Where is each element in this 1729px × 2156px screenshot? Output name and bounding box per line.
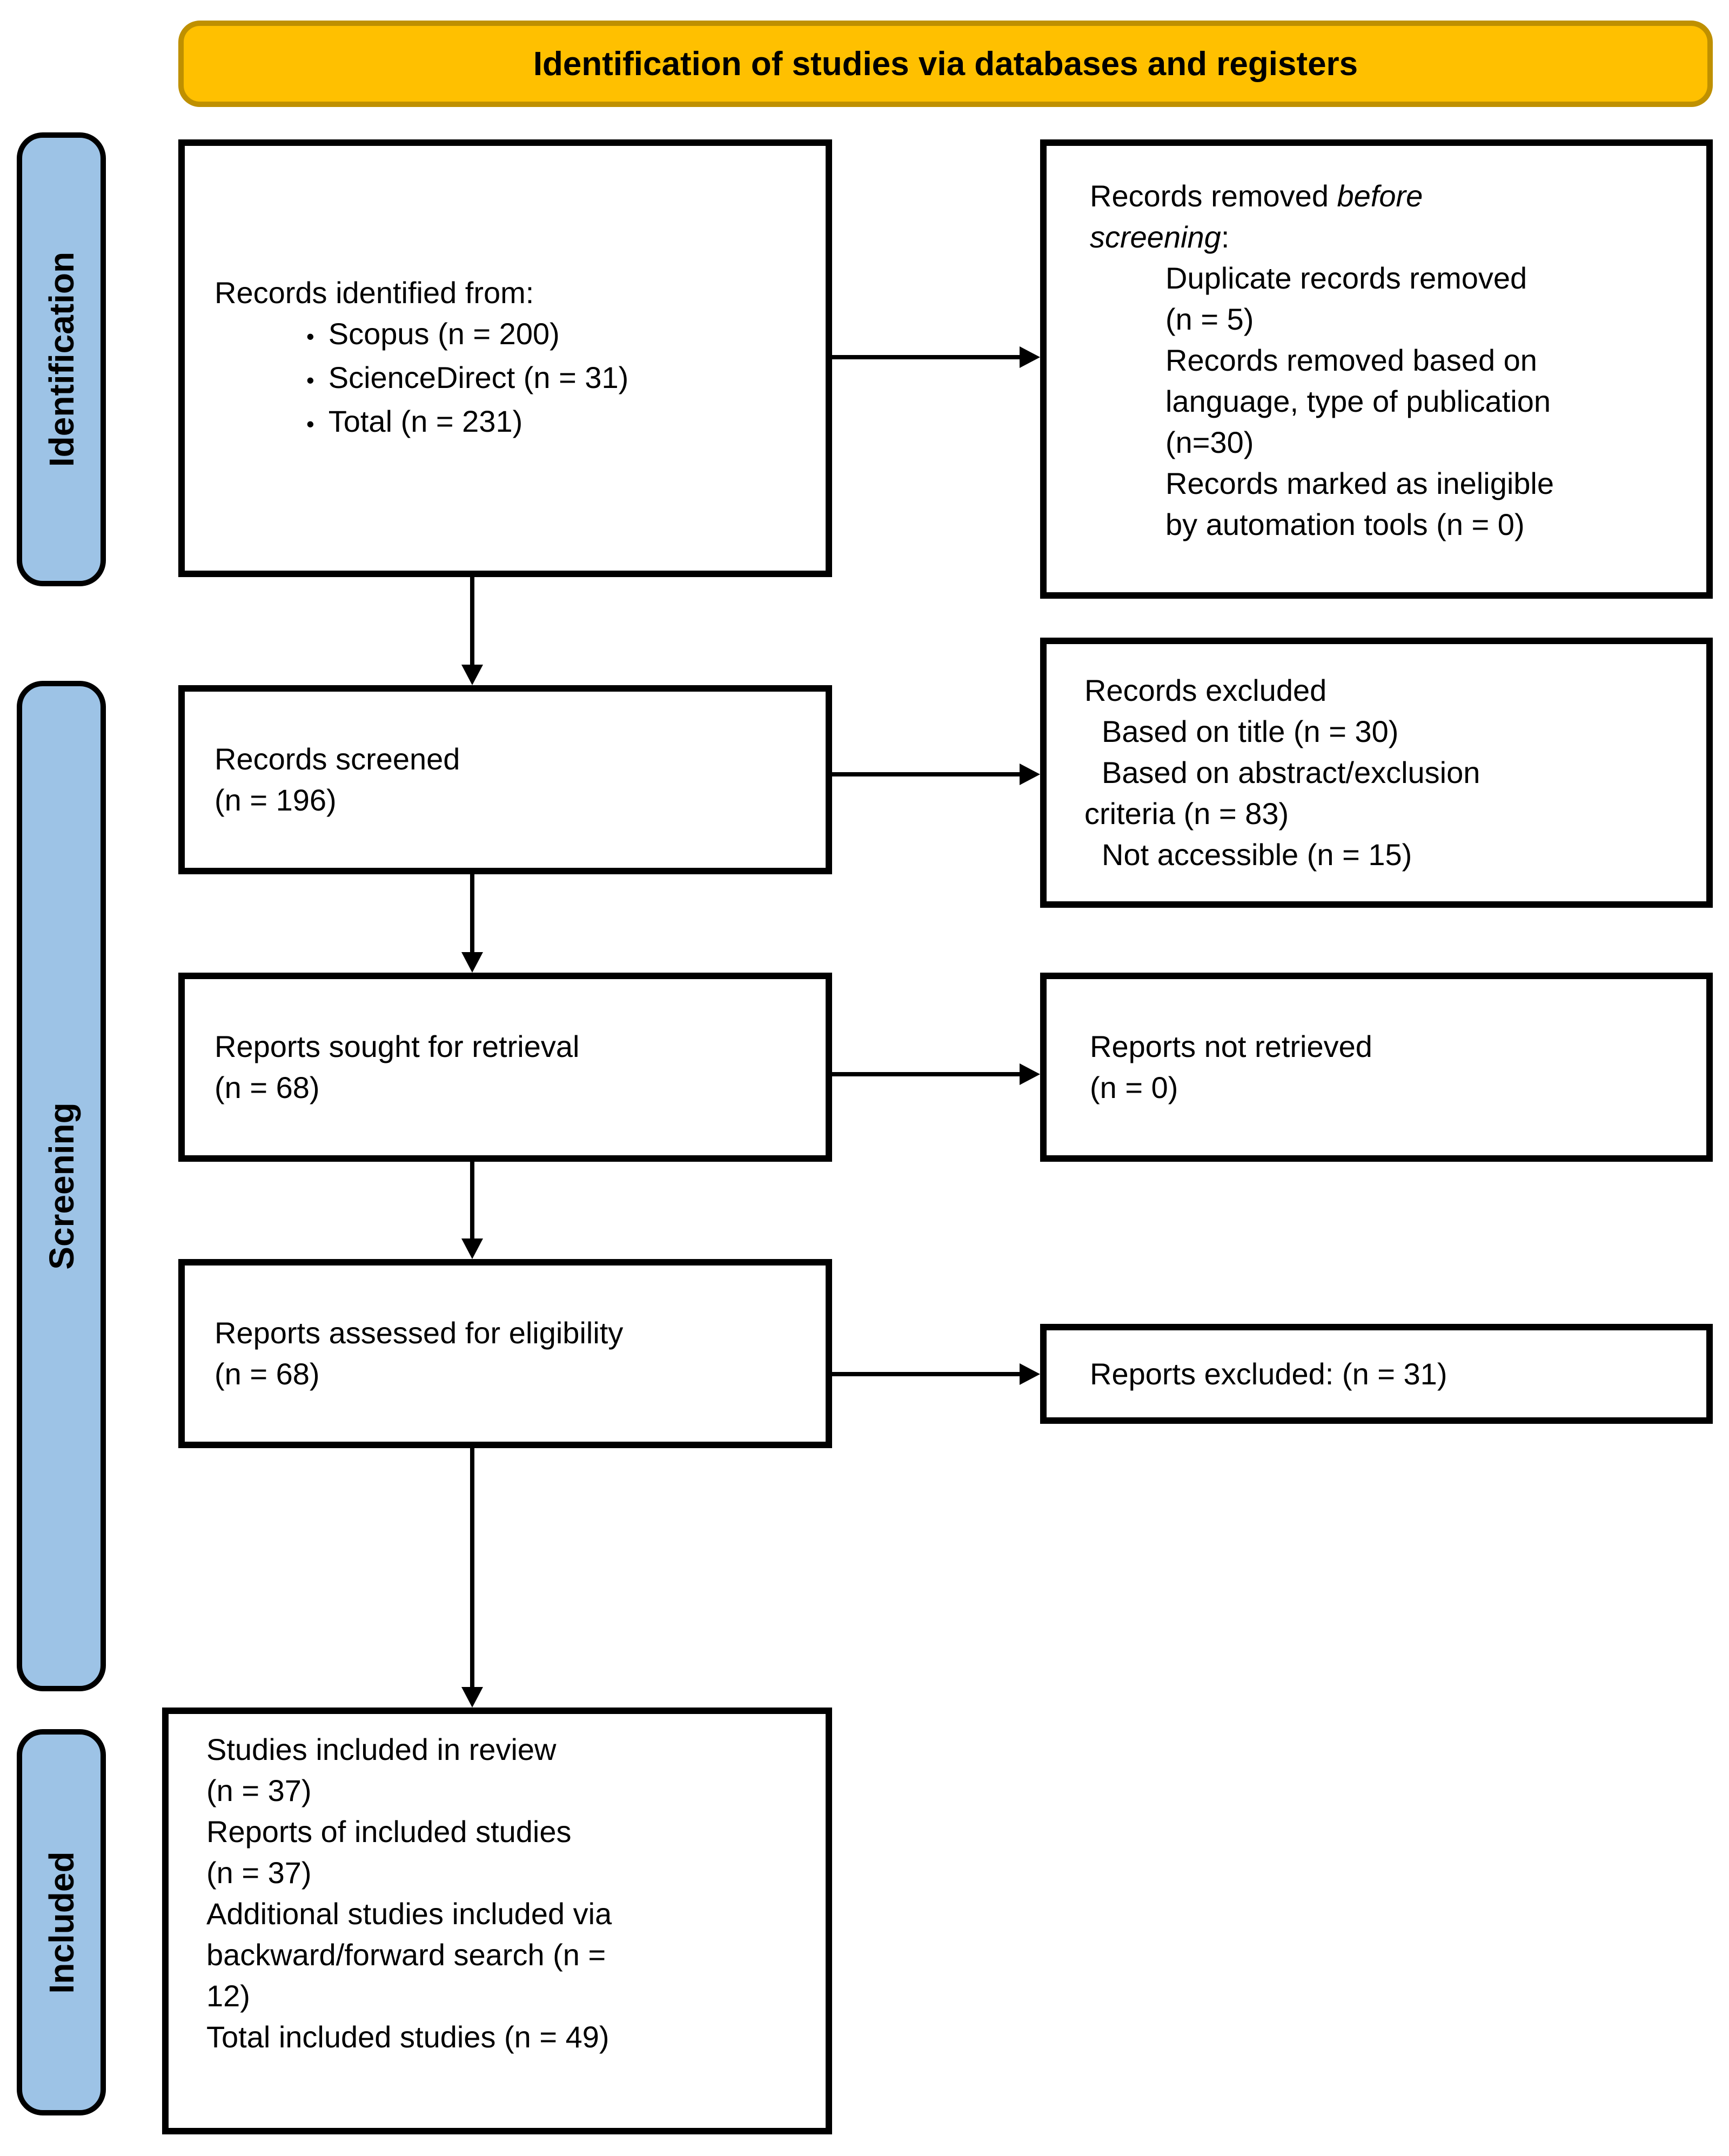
arrowhead-down-icon [461,665,483,685]
records-removed-item-line: language, type of publication [1165,384,1551,418]
bullet-sciencedirect: • ScienceDirect (n = 31) [306,357,815,401]
stage-included-label: Included [42,1851,81,1994]
bullet-sciencedirect-text: ScienceDirect (n = 31) [328,360,629,394]
connector-identified-to-screened [470,577,474,666]
studies-included-line: backward/forward search (n = [206,1938,606,1972]
bullet-scopus-text: Scopus (n = 200) [328,316,560,351]
reports-assessed-line: Reports assessed for eligibility [215,1316,624,1350]
records-removed-line2: screening: [1090,217,1693,258]
arrowhead-right-icon [1020,346,1040,368]
banner: Identification of studies via databases … [178,21,1713,107]
records-screened-count: (n = 196) [215,783,337,817]
records-excluded-item: Based on abstract/exclusion [1102,755,1480,789]
records-removed-line1: Records removed before [1090,176,1693,217]
records-removed-l2-normal: : [1221,220,1230,254]
banner-title: Identification of studies via databases … [533,45,1358,83]
arrowhead-down-icon [461,952,483,973]
connector-identified-to-removed [832,355,1020,359]
reports-sought-line: Reports sought for retrieval [215,1029,580,1063]
connector-screened-to-sought [470,874,474,953]
arrowhead-down-icon [461,1687,483,1708]
studies-included-line: 12) [206,1979,250,2013]
box-reports-assessed: Reports assessed for eligibility (n = 68… [178,1259,832,1448]
studies-included-line: (n = 37) [206,1773,312,1807]
records-excluded-item: Not accessible (n = 15) [1102,838,1412,872]
records-removed-l1-normal: Records removed [1090,179,1337,213]
studies-included-line: Additional studies included via [206,1897,612,1931]
arrowhead-right-icon [1020,1063,1040,1085]
records-excluded-item-wrap: criteria (n = 83) [1084,796,1289,831]
bullet-total-text: Total (n = 231) [328,404,523,438]
records-removed-item-line: (n=30) [1165,425,1254,459]
records-excluded-item: Based on title (n = 30) [1102,714,1399,748]
records-removed-item-line: by automation tools (n = 0) [1165,507,1525,541]
box-reports-sought: Reports sought for retrieval (n = 68) [178,973,832,1162]
box-records-removed: Records removed before screening: Duplic… [1040,139,1713,599]
reports-assessed-count: (n = 68) [215,1357,320,1391]
connector-sought-to-assessed [470,1162,474,1240]
box-records-excluded: Records excluded Based on title (n = 30)… [1040,638,1713,908]
records-removed-item-line: (n = 5) [1165,302,1254,336]
connector-screened-to-excluded [832,772,1020,776]
connector-assessed-to-excluded [832,1372,1020,1376]
stage-identification-label: Identification [42,251,81,467]
records-removed-item-line: Duplicate records removed [1165,261,1527,295]
box-records-identified: Records identified from: • Scopus (n = 20… [178,139,832,577]
stage-screening-label: Screening [42,1102,81,1270]
records-removed-l2-italic: screening [1090,220,1221,254]
records-removed-item-line: Records marked as ineligible [1165,466,1554,500]
reports-not-retrieved-line: Reports not retrieved [1090,1029,1372,1063]
stage-identification: Identification [17,132,106,586]
bullet-icon: • [306,411,314,437]
bullet-icon: • [306,367,314,393]
records-screened-line: Records screened [215,742,460,776]
records-excluded-title: Records excluded [1084,673,1327,707]
studies-included-line: Studies included in review [206,1732,557,1766]
connector-sought-to-not-retrieved [832,1072,1020,1076]
box-reports-not-retrieved: Reports not retrieved (n = 0) [1040,973,1713,1162]
reports-not-retrieved-count: (n = 0) [1090,1070,1178,1104]
box-reports-excluded: Reports excluded: (n = 31) [1040,1324,1713,1424]
reports-sought-count: (n = 68) [215,1070,320,1104]
arrowhead-right-icon [1020,1363,1040,1385]
stage-included: Included [17,1729,106,2115]
records-identified-title: Records identified from: [215,275,534,310]
arrowhead-down-icon [461,1238,483,1259]
box-studies-included: Studies included in review (n = 37) Repo… [162,1708,832,2134]
records-removed-l1-italic: before [1337,179,1423,213]
studies-included-line: Total included studies (n = 49) [206,2020,609,2054]
bullet-total: • Total (n = 231) [306,401,815,445]
arrowhead-right-icon [1020,764,1040,785]
connector-assessed-to-included [470,1448,474,1688]
studies-included-line: Reports of included studies [206,1814,572,1849]
stage-screening: Screening [17,681,106,1691]
reports-excluded-line: Reports excluded: (n = 31) [1090,1356,1447,1391]
bullet-scopus: • Scopus (n = 200) [306,313,815,357]
records-removed-item-line: Records removed based on [1165,343,1537,377]
studies-included-line: (n = 37) [206,1856,312,1890]
box-records-screened: Records screened (n = 196) [178,685,832,874]
bullet-icon: • [306,323,314,349]
